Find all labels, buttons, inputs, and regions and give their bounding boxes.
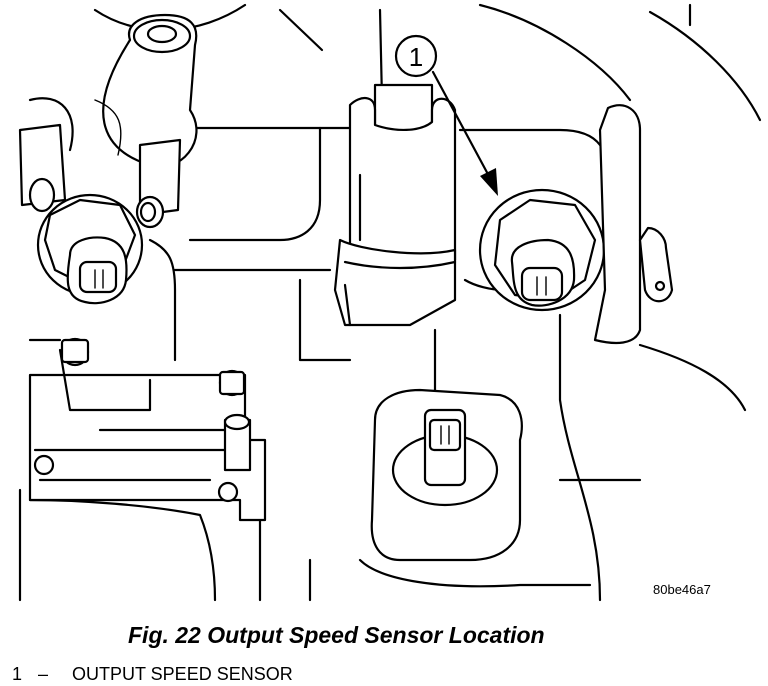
- callout-number: 1: [409, 42, 423, 72]
- output-speed-sensor: [478, 188, 606, 312]
- legend-item: 1– OUTPUT SPEED SENSOR: [12, 664, 293, 685]
- image-id-label: 80be46a7: [653, 582, 711, 597]
- legend-number: 1: [12, 664, 23, 684]
- legend-label: OUTPUT SPEED SENSOR: [72, 664, 293, 684]
- valve-body: [28, 337, 267, 522]
- central-shaft: [333, 83, 457, 327]
- callout-leader-line: [431, 70, 492, 180]
- left-pipes: [18, 99, 182, 229]
- lower-sensor: [370, 388, 523, 562]
- right-bracket: [593, 104, 674, 345]
- top-fitting: [102, 13, 198, 168]
- figure-caption: Fig. 22 Output Speed Sensor Location: [128, 622, 545, 648]
- callout: 1: [394, 34, 498, 196]
- callout-arrowhead: [480, 168, 498, 196]
- left-sensor: [36, 193, 144, 305]
- legend-separator: –: [38, 664, 49, 684]
- transmission-illustration: 1: [18, 3, 762, 602]
